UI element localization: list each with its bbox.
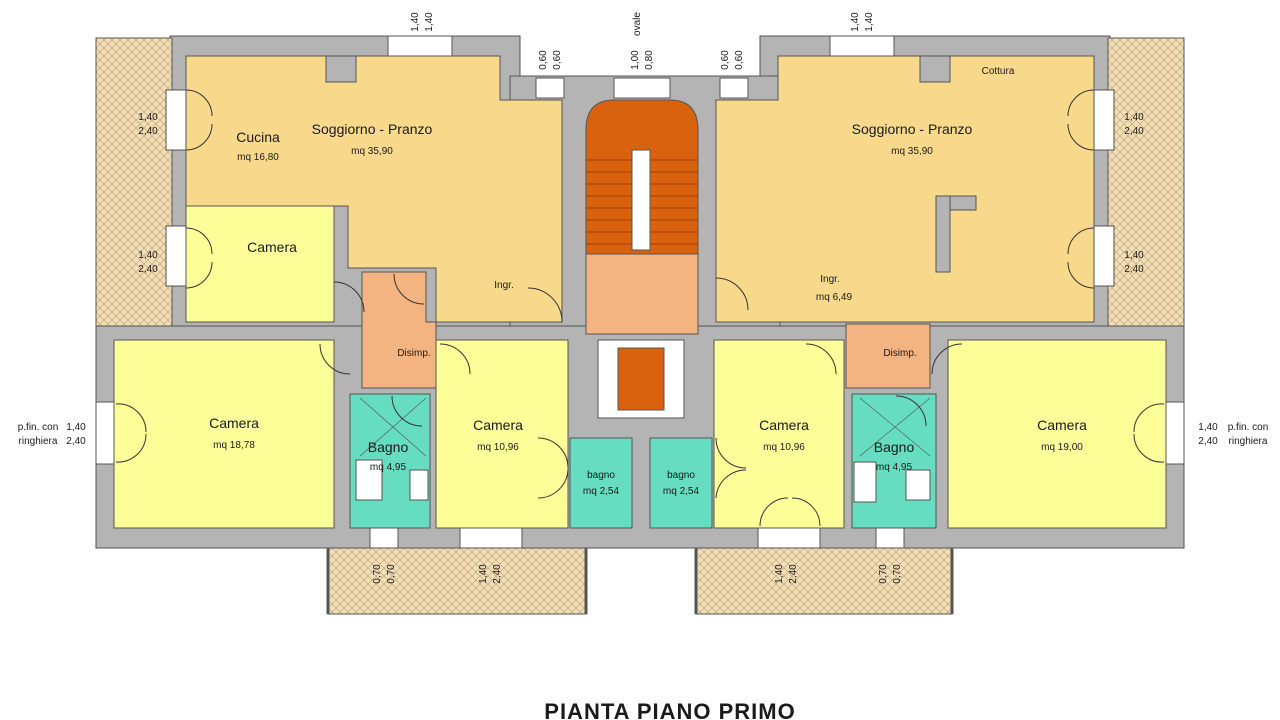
- dim-top-center-note: ovale: [632, 12, 643, 36]
- dim-top-center-a: 1,00: [630, 50, 641, 70]
- door-swings: [115, 89, 1165, 527]
- room-camera-left-top: [185, 205, 335, 323]
- bathrooms: [349, 393, 937, 529]
- dim-bottom-l2-b: 2,40: [492, 564, 503, 584]
- dim-left-low-note-b: ringhiera: [19, 436, 58, 447]
- area-soggiorno-right: mq 35,90: [891, 146, 933, 157]
- balconies: [95, 37, 1185, 615]
- dim-left-low-b: 2,40: [66, 436, 86, 447]
- label-bagno-left: Bagno: [368, 439, 409, 455]
- room-bagno-right: [851, 393, 937, 529]
- dim-right-mid-b: 2,40: [1124, 264, 1144, 275]
- dim-bottom-l1-a: 0,70: [372, 564, 383, 584]
- room-camera-left-big: [113, 339, 335, 529]
- label-cottura: Cottura: [982, 66, 1015, 77]
- windows: [95, 35, 1185, 549]
- staircase: [585, 99, 699, 419]
- label-cucina: Cucina: [236, 129, 280, 145]
- dim-right-mid-a: 1,40: [1124, 250, 1144, 261]
- label-bagno-small-right: bagno: [667, 470, 695, 481]
- balcony-right: [1107, 37, 1185, 327]
- living-areas: [185, 55, 1095, 323]
- dim-top-window-right-b: 1,40: [864, 12, 875, 32]
- plan-title: PIANTA PIANO PRIMO: [544, 699, 795, 720]
- room-soggiorno-right: [715, 55, 1095, 323]
- label-ingr-left: Ingr.: [494, 280, 513, 291]
- area-ingr-right: mq 6,49: [816, 292, 853, 303]
- dim-top-small-right-a: 0,60: [720, 50, 731, 70]
- dim-bottom-l1-b: 0,70: [386, 564, 397, 584]
- room-labels: Cucina mq 16,80 Soggiorno - Pranzo mq 35…: [209, 66, 1087, 497]
- area-camera-left-mid: mq 10,96: [477, 442, 519, 453]
- dim-left-top-b: 2,40: [138, 126, 158, 137]
- dim-left-top-a: 1,40: [138, 112, 158, 123]
- room-bagno-small-right: [649, 437, 713, 529]
- dim-right-top-a: 1,40: [1124, 112, 1144, 123]
- label-disimp-right: Disimp.: [883, 348, 916, 359]
- dim-top-window-left-b: 1,40: [424, 12, 435, 32]
- label-bagno-right: Bagno: [874, 439, 915, 455]
- area-camera-right-mid: mq 10,96: [763, 442, 805, 453]
- dim-bottom-r1-a: 1,40: [774, 564, 785, 584]
- label-camera-left-big: Camera: [209, 415, 259, 431]
- balcony-bottom-left: [327, 547, 587, 615]
- label-camera-left-top: Camera: [247, 239, 297, 255]
- dim-right-low-b: 2,40: [1198, 436, 1218, 447]
- label-disimp-left: Disimp.: [397, 348, 430, 359]
- room-disimp-right: [845, 323, 931, 389]
- dim-bottom-l2-a: 1,40: [478, 564, 489, 584]
- dim-right-low-note-b: ringhiera: [1229, 436, 1268, 447]
- area-bagno-left: mq 4,95: [370, 462, 407, 473]
- balcony-left: [95, 37, 173, 327]
- dim-right-low-note-a: p.fin. con: [1228, 422, 1269, 433]
- area-camera-right-big: mq 19,00: [1041, 442, 1083, 453]
- area-camera-left-big: mq 18,78: [213, 440, 255, 451]
- dim-bottom-r1-b: 2,40: [788, 564, 799, 584]
- area-soggiorno-left: mq 35,90: [351, 146, 393, 157]
- dim-left-mid-b: 2,40: [138, 264, 158, 275]
- dim-top-window-left-a: 1,40: [410, 12, 421, 32]
- label-ingr-right: Ingr.: [820, 274, 839, 285]
- dim-top-window-right-a: 1,40: [850, 12, 861, 32]
- balcony-bottom-right: [695, 547, 953, 615]
- label-soggiorno-left: Soggiorno - Pranzo: [312, 121, 433, 137]
- dim-top-small-right-b: 0,60: [734, 50, 745, 70]
- dim-left-mid-a: 1,40: [138, 250, 158, 261]
- dim-left-low-a: 1,40: [66, 422, 86, 433]
- label-camera-right-mid: Camera: [759, 417, 809, 433]
- bedrooms: [113, 205, 1167, 529]
- label-bagno-small-left: bagno: [587, 470, 615, 481]
- dim-bottom-r2-a: 0,70: [878, 564, 889, 584]
- dim-top-small-left-a: 0,60: [538, 50, 549, 70]
- dim-top-small-left-b: 0,60: [552, 50, 563, 70]
- area-bagno-small-right: mq 2,54: [663, 486, 700, 497]
- dimension-labels: 1,40 1,40 1,40 1,40 0,60 0,60 0,60 0,60 …: [18, 12, 1269, 584]
- label-camera-left-mid: Camera: [473, 417, 523, 433]
- area-bagno-small-left: mq 2,54: [583, 486, 620, 497]
- room-camera-left-mid: [435, 339, 569, 529]
- halls: [361, 271, 931, 389]
- stair-landing: [585, 253, 699, 335]
- room-camera-right-big: [947, 339, 1167, 529]
- label-camera-right-big: Camera: [1037, 417, 1087, 433]
- label-soggiorno-right: Soggiorno - Pranzo: [852, 121, 973, 137]
- dim-left-low-note-a: p.fin. con: [18, 422, 59, 433]
- elevator-car: [617, 347, 665, 411]
- room-camera-right-mid: [713, 339, 845, 529]
- room-bagno-small-left: [569, 437, 633, 529]
- area-bagno-right: mq 4,95: [876, 462, 913, 473]
- dim-top-center-b: 0,80: [644, 50, 655, 70]
- dim-bottom-r2-b: 0,70: [892, 564, 903, 584]
- area-cucina: mq 16,80: [237, 152, 279, 163]
- dim-right-top-b: 2,40: [1124, 126, 1144, 137]
- room-disimp-left: [361, 271, 437, 389]
- dim-right-low-a: 1,40: [1198, 422, 1218, 433]
